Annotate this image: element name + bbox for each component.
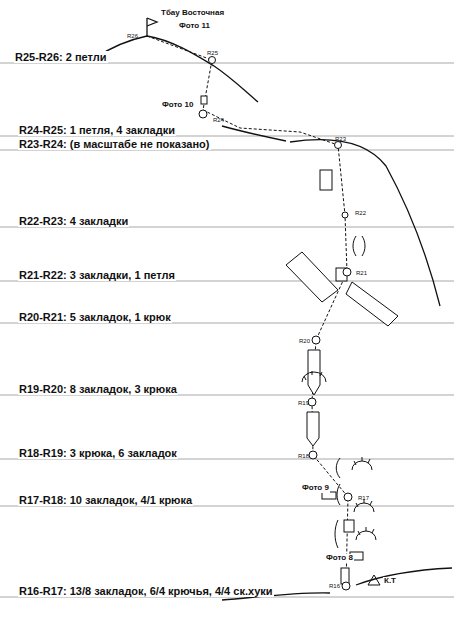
crack-bracket [335,520,338,548]
station-label: R17 [357,495,370,502]
feature-rect [341,568,349,584]
photo-mark: Фото 11 [178,22,211,31]
control-point-triangle [368,575,380,585]
pitch-label: R19-R20: 8 закладок, 3 крюка [18,383,178,395]
pitch-label: R24-R25: 1 петля, 4 закладки [18,124,176,136]
station-label: R23 [334,136,347,143]
feature-rect [201,96,207,104]
station [343,268,351,276]
pitch-label: R25-R26: 2 петли [14,51,108,63]
station-label: R25 [206,50,219,57]
base-ground [356,568,452,585]
mountain-outline [95,18,452,600]
photo-mark: Фото 8 [325,554,354,563]
pitch-label: R18-R19: 3 крюка, 6 закладок [18,447,178,459]
station [335,142,342,149]
pitch-label: R16-R17: 13/8 закладок, 6/4 крючья, 4/4 … [18,585,274,597]
summit-ridge [95,36,258,102]
pitch-label: R21-R22: 3 закладки, 1 петля [18,269,176,281]
station-label: R22 [354,210,367,217]
slab [346,282,398,326]
pitch-label: R17-R18: 10 закладок, 4/1 крюка [18,494,193,506]
features [201,96,398,584]
station [199,110,207,118]
stations [199,57,352,591]
feature-rect [344,520,354,532]
crack-bracket [353,236,365,256]
peak-name: Тбау Восточная [160,9,225,18]
station-label: R26 [126,33,139,40]
station [344,493,352,501]
pitch-label: R23-R24: (в масштабе не показано) [18,138,211,150]
overhang-arc [302,372,326,382]
flag-pole [146,18,147,36]
station [342,582,350,590]
station [309,451,317,459]
section-lines [0,63,454,597]
station-label: R24 [212,117,225,124]
feature-rect [320,170,332,190]
station-label: R19 [297,400,310,407]
pitch-label: R20-R21: 5 закладок, 1 крюк [18,311,172,323]
control-point-label: К.Т [383,577,397,586]
overhangs [302,236,380,585]
flag [147,18,157,26]
slab [286,252,338,302]
feature-rect [322,492,336,499]
photo-mark: Фото 9 [301,484,330,493]
station [209,57,216,64]
ledge-line [222,126,286,141]
station-label: R20 [298,338,311,345]
photo-mark: Фото 10 [161,101,194,110]
station-label: R16 [328,583,341,590]
station [342,212,348,218]
station-label: R21 [355,270,368,277]
station-label: R18 [297,453,310,460]
station [312,336,320,344]
pitch-label: R22-R23: 4 закладки [18,215,129,227]
station [308,398,316,406]
hatching [304,371,374,535]
crack-bracket [336,458,340,505]
crack [307,412,319,446]
